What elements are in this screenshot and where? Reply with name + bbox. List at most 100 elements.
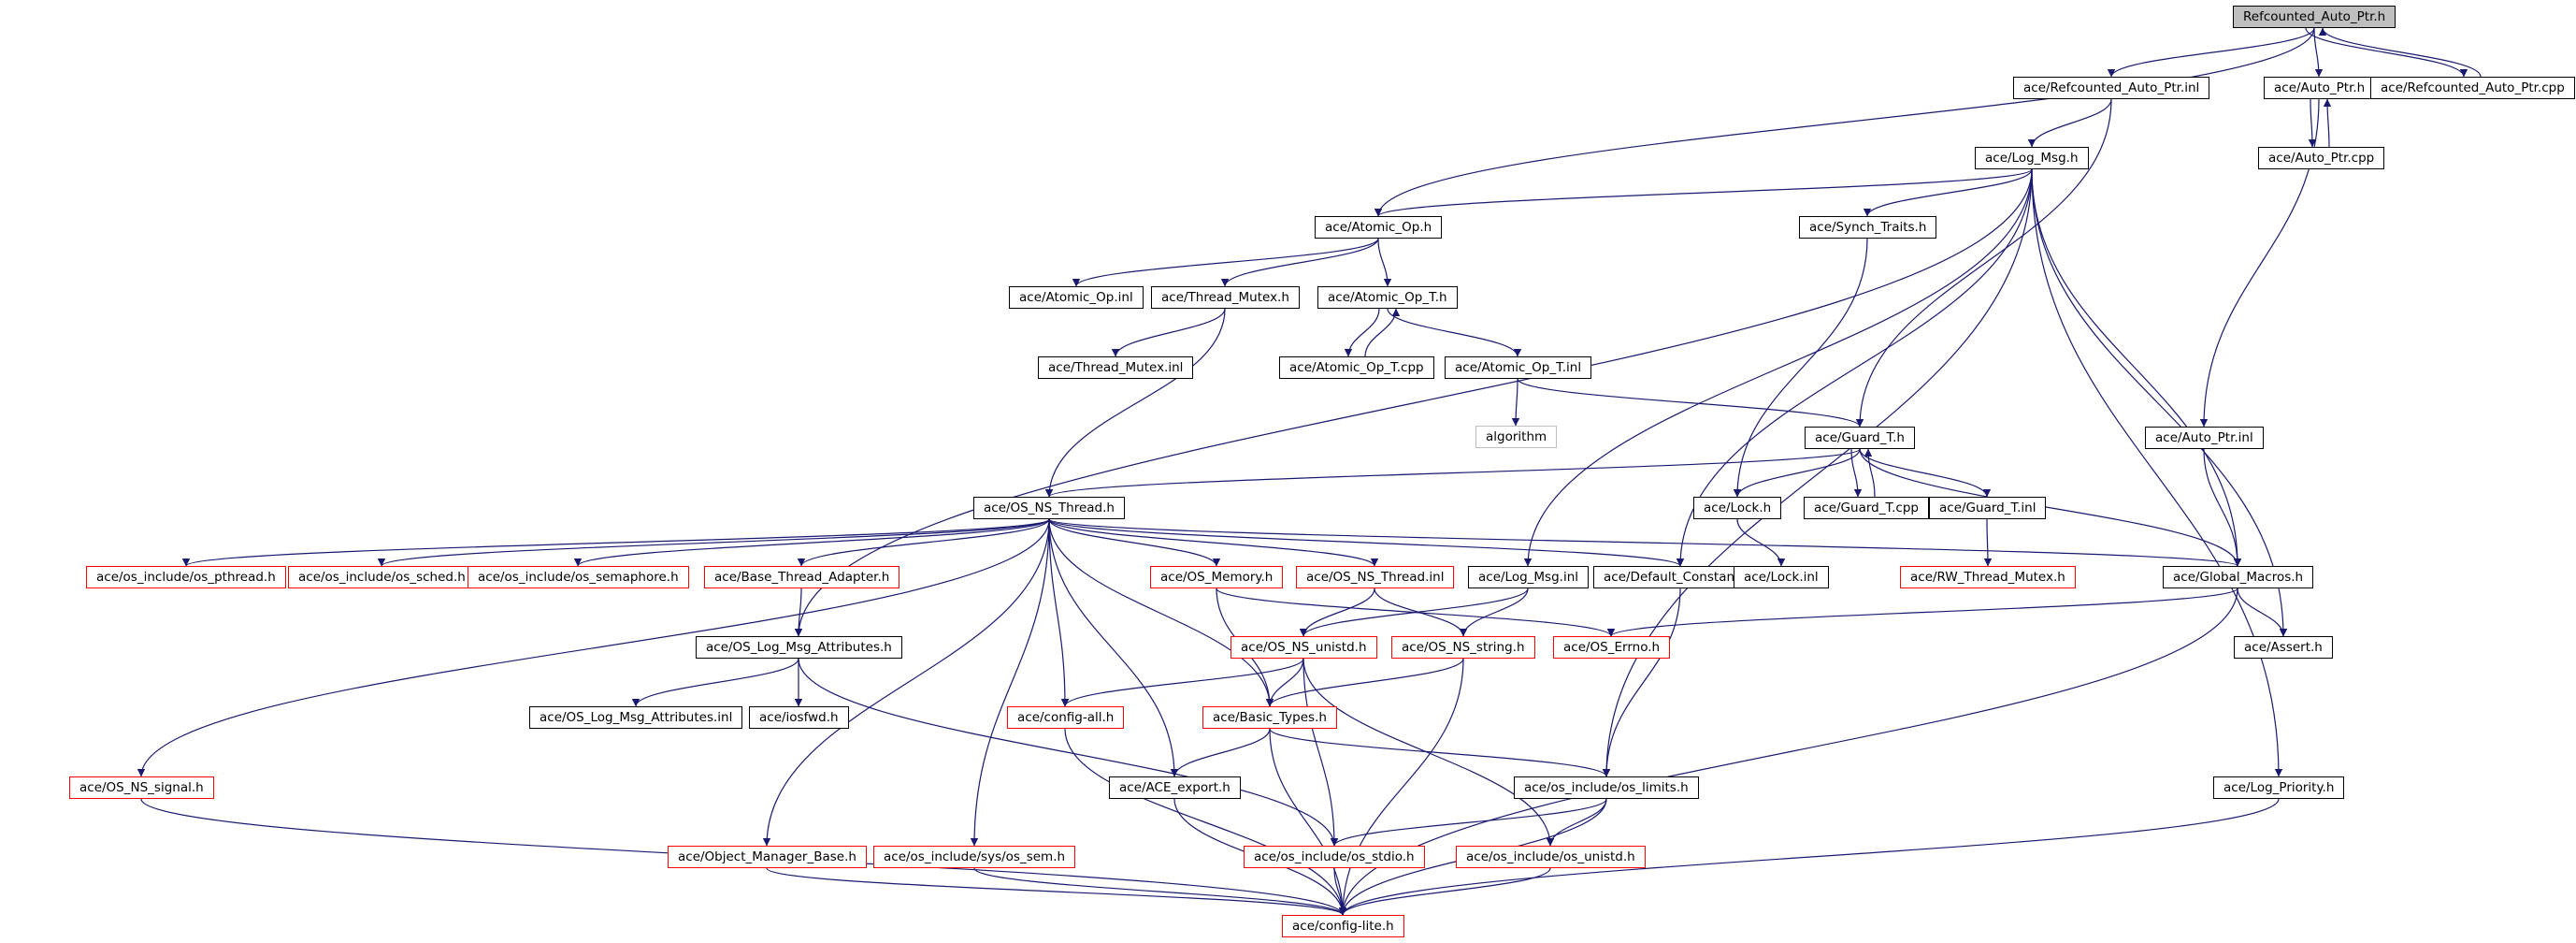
- node-rap-inl[interactable]: ace/Refcounted_Auto_Ptr.inl: [2013, 77, 2210, 99]
- node-guardT-cpp[interactable]: ace/Guard_T.cpp: [1804, 497, 1929, 519]
- node-aceexport[interactable]: ace/ACE_export.h: [1109, 776, 1241, 799]
- node-signal[interactable]: ace/OS_NS_signal.h: [69, 776, 214, 799]
- node-algorithm: algorithm: [1475, 426, 1558, 448]
- edge-logmsg-h-to-oslogattr-h: [794, 168, 2033, 637]
- node-autoptr-h[interactable]: ace/Auto_Ptr.h: [2264, 77, 2376, 99]
- node-atomic-h[interactable]: ace/Atomic_Op.h: [1315, 216, 1443, 239]
- node-unistd[interactable]: ace/OS_NS_unistd.h: [1230, 636, 1377, 659]
- edge-rap-cpp-to-root: [2318, 27, 2482, 78]
- edge-threadmutex-h-to-osthread-h: [1044, 308, 1226, 498]
- node-globalmacros[interactable]: ace/Global_Macros.h: [2163, 566, 2314, 588]
- node-root: Refcounted_Auto_Ptr.h: [2233, 6, 2396, 28]
- edge-osstring-to-configlite: [1338, 658, 1464, 916]
- node-assert[interactable]: ace/Assert.h: [2234, 636, 2333, 659]
- edge-configall-to-configlite: [1064, 728, 1347, 916]
- node-osmemory[interactable]: ace/OS_Memory.h: [1150, 566, 1284, 588]
- edge-globalmacros-to-oserrno: [1607, 588, 2238, 637]
- node-autoptr-inl[interactable]: ace/Auto_Ptr.inl: [2145, 427, 2264, 449]
- node-iosfwd[interactable]: ace/iosfwd.h: [749, 706, 849, 729]
- edge-logmsg-h-to-globalmacros: [2031, 168, 2242, 567]
- node-synch[interactable]: ace/Synch_Traits.h: [1799, 216, 1937, 239]
- edge-atomicT-cpp-to-atomicT-h: [1364, 308, 1401, 357]
- node-objmgr[interactable]: ace/Object_Manager_Base.h: [668, 846, 867, 868]
- node-logmsg-inl[interactable]: ace/Log_Msg.inl: [1468, 566, 1590, 588]
- node-atomicT-cpp[interactable]: ace/Atomic_Op_T.cpp: [1279, 356, 1434, 379]
- edge-threadmutex-h-to-threadmutex-inl: [1111, 308, 1226, 357]
- edge-atomic-h-to-atomic-inl: [1072, 238, 1379, 287]
- node-atomicT-h[interactable]: ace/Atomic_Op_T.h: [1317, 286, 1458, 309]
- edge-basictypes-to-aceexport: [1170, 728, 1271, 777]
- edge-atomicT-h-to-atomicT-inl: [1387, 308, 1522, 357]
- edge-unistd-to-osstdio: [1302, 658, 1339, 847]
- node-sched[interactable]: ace/os_include/os_sched.h: [288, 566, 476, 588]
- edge-root-to-autoptr-h: [2313, 27, 2324, 78]
- edge-logmsg-h-to-logmsg-inl: [1523, 168, 2033, 567]
- edge-osthread-h-to-osthread-inl: [1048, 518, 1379, 567]
- node-lock-inl[interactable]: ace/Lock.inl: [1734, 566, 1829, 588]
- node-guardT-inl[interactable]: ace/Guard_T.inl: [1929, 497, 2047, 519]
- node-configlite[interactable]: ace/config-lite.h: [1282, 915, 1404, 937]
- node-btadapter[interactable]: ace/Base_Thread_Adapter.h: [704, 566, 900, 588]
- node-oslogattr-inl[interactable]: ace/OS_Log_Msg_Attributes.inl: [529, 706, 743, 729]
- edge-guardT-h-to-guardT-inl: [1859, 448, 1992, 498]
- edge-root-to-rap-cpp: [2305, 27, 2468, 78]
- node-threadmutex-inl[interactable]: ace/Thread_Mutex.inl: [1038, 356, 1194, 379]
- edge-atomicT-inl-to-algorithm: [1511, 378, 1520, 427]
- edge-oslimits-to-osstdio: [1330, 798, 1607, 847]
- node-osthread-inl[interactable]: ace/OS_NS_Thread.inl: [1296, 566, 1455, 588]
- edge-rap-inl-to-guardT-h: [1855, 98, 2112, 428]
- node-autoptr-cpp[interactable]: ace/Auto_Ptr.cpp: [2258, 147, 2385, 169]
- edge-autoptr-cpp-to-autoptr-h: [2323, 98, 2332, 148]
- edge-logmsg-inl-to-osstring: [1459, 588, 1529, 637]
- node-configall[interactable]: ace/config-all.h: [1007, 706, 1125, 729]
- node-ossem[interactable]: ace/os_include/sys/os_sem.h: [873, 846, 1076, 868]
- node-osunistd[interactable]: ace/os_include/os_unistd.h: [1456, 846, 1646, 868]
- edge-logmsg-h-to-atomic-h: [1374, 168, 2033, 217]
- node-guardT-h[interactable]: ace/Guard_T.h: [1805, 427, 1915, 449]
- edge-unistd-to-configall: [1060, 658, 1304, 707]
- node-lock-h[interactable]: ace/Lock.h: [1693, 497, 1782, 519]
- edge-osthread-h-to-btadapter: [797, 518, 1050, 567]
- edge-autoptr-h-to-autoptr-cpp: [2308, 98, 2317, 148]
- node-atomic-inl[interactable]: ace/Atomic_Op.inl: [1009, 286, 1144, 309]
- node-logprio[interactable]: ace/Log_Priority.h: [2213, 776, 2345, 799]
- edge-guardT-inl-to-rwmutex: [1983, 518, 1993, 567]
- node-logmsg-h[interactable]: ace/Log_Msg.h: [1975, 147, 2089, 169]
- edge-osstring-to-basictypes: [1265, 658, 1464, 707]
- node-threadmutex-h[interactable]: ace/Thread_Mutex.h: [1151, 286, 1300, 309]
- edge-logmsg-inl-to-unistd: [1299, 588, 1529, 637]
- edge-osthread-h-to-osmemory: [1048, 518, 1221, 567]
- edge-synch-to-lock-h: [1733, 238, 1868, 498]
- node-pthread[interactable]: ace/os_include/os_pthread.h: [86, 566, 286, 588]
- edge-atomic-h-to-threadmutex-h: [1220, 238, 1379, 287]
- node-oslimits[interactable]: ace/os_include/os_limits.h: [1514, 776, 1699, 799]
- node-osstring[interactable]: ace/OS_NS_string.h: [1391, 636, 1535, 659]
- edge-osthread-h-to-objmgr: [762, 518, 1050, 847]
- edge-atomicT-h-to-atomicT-cpp: [1344, 308, 1380, 357]
- node-atomicT-inl[interactable]: ace/Atomic_Op_T.inl: [1445, 356, 1592, 379]
- node-rap-cpp[interactable]: ace/Refcounted_Auto_Ptr.cpp: [2370, 77, 2575, 99]
- node-oslogattr-h[interactable]: ace/OS_Log_Msg_Attributes.h: [696, 636, 902, 659]
- node-osthread-h[interactable]: ace/OS_NS_Thread.h: [973, 497, 1125, 519]
- edge-osthread-h-to-ossem: [970, 518, 1050, 847]
- edge-rap-inl-to-logmsg-h: [2027, 98, 2112, 148]
- edge-osthread-h-to-signal: [137, 518, 1050, 777]
- edge-osthread-h-to-sched: [378, 518, 1050, 567]
- edge-guardT-cpp-to-guardT-h: [1864, 448, 1876, 498]
- edge-basictypes-to-oslimits: [1269, 728, 1611, 777]
- edge-autoptr-inl-to-globalmacros: [2203, 448, 2242, 567]
- node-basictypes[interactable]: ace/Basic_Types.h: [1202, 706, 1337, 729]
- node-semaphore[interactable]: ace/os_include/os_semaphore.h: [468, 566, 689, 588]
- edge-osunistd-to-configlite: [1338, 867, 1551, 916]
- edge-logmsg-h-to-synch: [1863, 168, 2033, 217]
- edge-atomicT-inl-to-guardT-h: [1517, 378, 1864, 428]
- edge-guardT-h-to-guardT-cpp: [1850, 448, 1863, 498]
- node-oserrno[interactable]: ace/OS_Errno.h: [1553, 636, 1671, 659]
- edge-basictypes-to-configlite: [1269, 728, 1347, 916]
- node-rwmutex[interactable]: ace/RW_Thread_Mutex.h: [1900, 566, 2076, 588]
- edge-atomic-h-to-atomicT-h: [1377, 238, 1392, 287]
- node-osstdio[interactable]: ace/os_include/os_stdio.h: [1244, 846, 1425, 868]
- edge-osthread-h-to-defconst: [1048, 518, 1684, 567]
